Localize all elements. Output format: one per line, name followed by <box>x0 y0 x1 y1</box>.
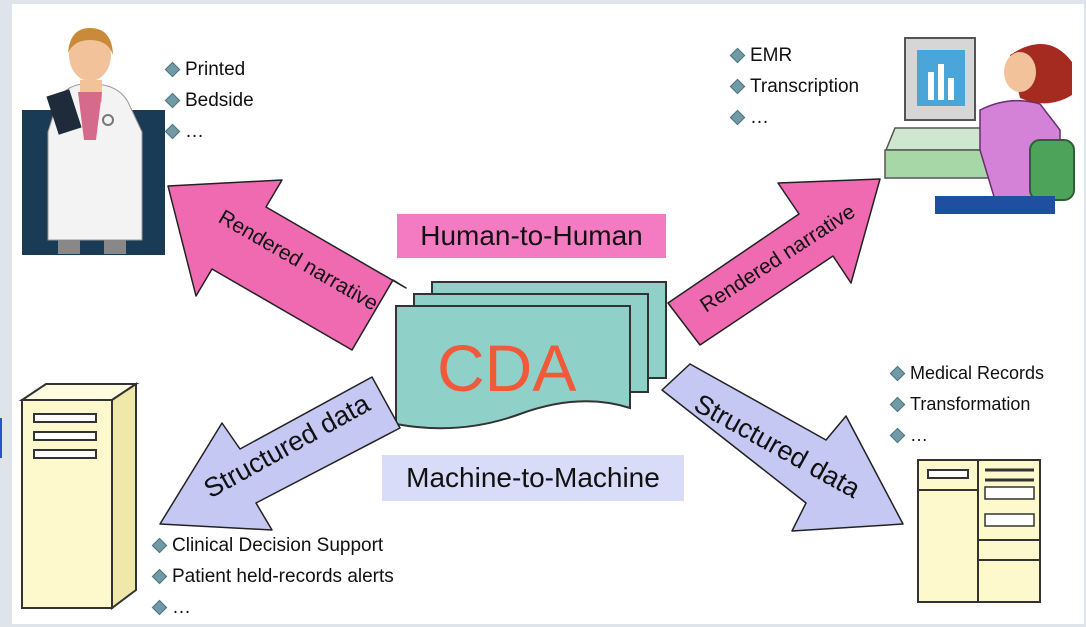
list-item-label: … <box>910 425 928 445</box>
diamond-bullet-icon <box>889 396 906 413</box>
list-item: … <box>889 420 1044 451</box>
rendered-narrative-arrow-right <box>667 178 881 346</box>
human-to-human-label: Human-to-Human <box>420 220 643 251</box>
list-item-label: EMR <box>750 45 793 66</box>
top-right-list: EMR Transcription … <box>729 40 860 133</box>
list-item-label: Medical Records <box>910 363 1045 383</box>
left-edge-marker <box>0 418 5 458</box>
diamond-bullet-icon <box>164 61 181 78</box>
server-tower-icon <box>18 382 140 610</box>
document-stack-icon <box>395 281 667 430</box>
bottom-right-list: Medical Records Transformation … <box>889 358 1045 451</box>
list-item-label: Printed <box>185 59 246 80</box>
list-item: Transcription <box>729 71 860 102</box>
machine-to-machine-label: Machine-to-Machine <box>406 462 660 493</box>
rendered-narrative-arrow-left <box>167 179 407 351</box>
list-item: … <box>164 116 254 147</box>
diamond-bullet-icon <box>729 47 746 64</box>
list-item: Clinical Decision Support <box>151 530 394 561</box>
diamond-bullet-icon <box>889 365 906 382</box>
list-item-label: Transformation <box>910 394 1031 414</box>
list-item: Medical Records <box>889 358 1045 389</box>
list-item-label: Transcription <box>750 76 860 97</box>
top-left-list: Printed Bedside … <box>164 54 254 147</box>
list-item-label: Clinical Decision Support <box>172 535 384 556</box>
list-item-label: … <box>750 107 769 128</box>
list-item: Bedside <box>164 85 254 116</box>
cda-label: CDA <box>437 331 577 405</box>
list-item: Printed <box>164 54 254 85</box>
diamond-bullet-icon <box>151 537 168 554</box>
list-item: Transformation <box>889 389 1044 420</box>
diamond-bullet-icon <box>151 568 168 585</box>
list-item: EMR <box>729 40 859 71</box>
list-item-label: … <box>172 597 191 618</box>
list-item-label: Patient held-records alerts <box>172 566 394 587</box>
diamond-bullet-icon <box>151 599 168 616</box>
diamond-bullet-icon <box>729 78 746 95</box>
diamond-bullet-icon <box>889 427 906 444</box>
list-item-label: … <box>185 121 204 142</box>
list-item: … <box>729 102 859 133</box>
mainframe-cabinet-icon <box>917 459 1041 603</box>
diamond-bullet-icon <box>164 92 181 109</box>
computer-user-icon <box>884 37 1075 214</box>
bottom-left-list: Clinical Decision Support Patient held-r… <box>151 530 394 623</box>
structured-data-arrow-left <box>159 376 401 531</box>
structured-data-arrow-right <box>661 363 904 532</box>
machine-to-machine-box <box>382 455 684 501</box>
diamond-bullet-icon <box>729 109 746 126</box>
doctor-icon <box>22 28 165 255</box>
list-item-label: Bedside <box>185 90 254 111</box>
human-to-human-box <box>397 214 666 258</box>
list-item: … <box>151 592 394 623</box>
list-item: Patient held-records alerts <box>151 561 394 592</box>
diamond-bullet-icon <box>164 123 181 140</box>
